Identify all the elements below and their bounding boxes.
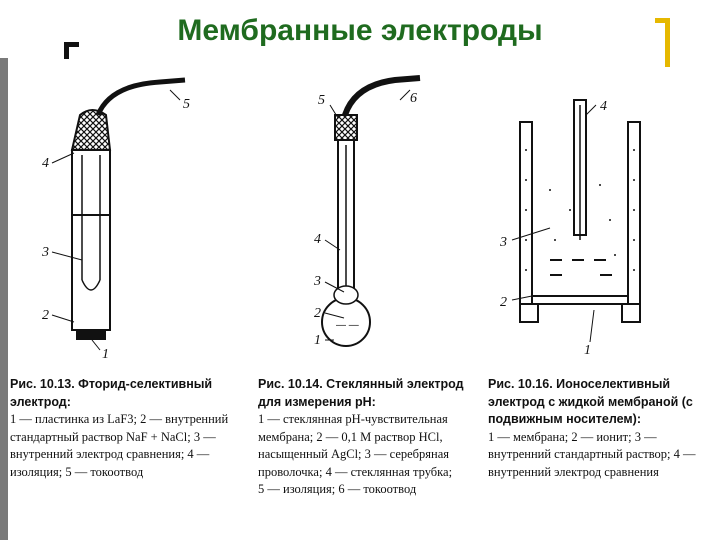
caption-line: 5 — изоляция; 6 — токоотвод xyxy=(258,482,417,496)
caption-line: 1 — стеклянная pH-чувствительная xyxy=(258,412,448,426)
fig3-label-3: 3 xyxy=(499,235,507,250)
fig2-label-3: 3 xyxy=(313,274,321,289)
caption-title: Рис. 10.14. Стеклянный электрод для изме… xyxy=(258,377,464,409)
caption-line: внутренний электрод сравнения; 4 — xyxy=(10,447,210,461)
fig1-label-2: 2 xyxy=(42,308,49,323)
membrane xyxy=(531,295,629,305)
figure-liquid-membrane-electrode: 4 3 2 1 xyxy=(499,99,641,358)
membrane-plate xyxy=(76,330,106,340)
figure-fluoride-electrode: 5 4 3 2 1 xyxy=(41,77,190,362)
slide-title: Мембранные электроды xyxy=(177,14,543,47)
lead-wire xyxy=(95,77,186,117)
caption-line: 1 — пластинка из LaF3; 2 — внутренний xyxy=(10,412,229,426)
fig2-label-5: 5 xyxy=(318,93,325,108)
fig1-label-5: 5 xyxy=(183,97,190,112)
left-edge-bar xyxy=(0,58,8,540)
caption-fig-10-13: Рис. 10.13. Фторид-селективный электрод:… xyxy=(10,376,248,481)
fig3-label-1: 1 xyxy=(584,343,591,358)
insulation-cap xyxy=(334,114,358,141)
caption-line: стандартный раствор NaF + NaCl; 3 — xyxy=(10,429,216,444)
caption-title: Рис. 10.13. Фторид-селективный электрод: xyxy=(10,377,213,409)
caption-line: мембрана; 2 — 0,1 М раствор HCl, xyxy=(258,429,443,444)
caption-line: проволочка; 4 — стеклянная трубка; xyxy=(258,464,453,479)
electrode-body xyxy=(71,149,111,331)
svg-text:— —: — — xyxy=(336,320,359,331)
fig3-label-4: 4 xyxy=(600,99,607,114)
fig1-label-1: 1 xyxy=(102,347,109,362)
fig3-label-2: 2 xyxy=(500,295,507,310)
fig2-label-4: 4 xyxy=(314,232,321,247)
caption-title: Рис. 10.16. Ионоселективный электрод с ж… xyxy=(488,377,693,426)
corner-bracket-right xyxy=(655,18,670,67)
fig2-label-6: 6 xyxy=(410,91,417,106)
figure-glass-electrode: — — 5 6 4 3 2 1 xyxy=(313,75,421,348)
caption-line: изоляция; 5 — токоотвод xyxy=(10,464,144,479)
insulation-cap xyxy=(70,109,112,151)
fig2-label-1: 1 xyxy=(314,333,321,348)
fig1-label-3: 3 xyxy=(41,245,49,260)
corner-bracket-left xyxy=(64,42,79,59)
caption-fig-10-14: Рис. 10.14. Стеклянный электрод для изме… xyxy=(258,376,480,499)
caption-line: насыщенный AgCl; 3 — серебряная xyxy=(258,447,450,461)
caption-line: 1 — мембрана; 2 — ионит; 3 — внутренний … xyxy=(488,429,696,462)
lead-wire xyxy=(342,75,421,117)
fig1-label-4: 4 xyxy=(42,156,49,171)
fig2-label-2: 2 xyxy=(314,306,321,321)
caption-fig-10-16: Рис. 10.16. Ионоселективный электрод с ж… xyxy=(488,376,714,481)
caption-line: внутренний электрод сравнения xyxy=(488,464,659,479)
